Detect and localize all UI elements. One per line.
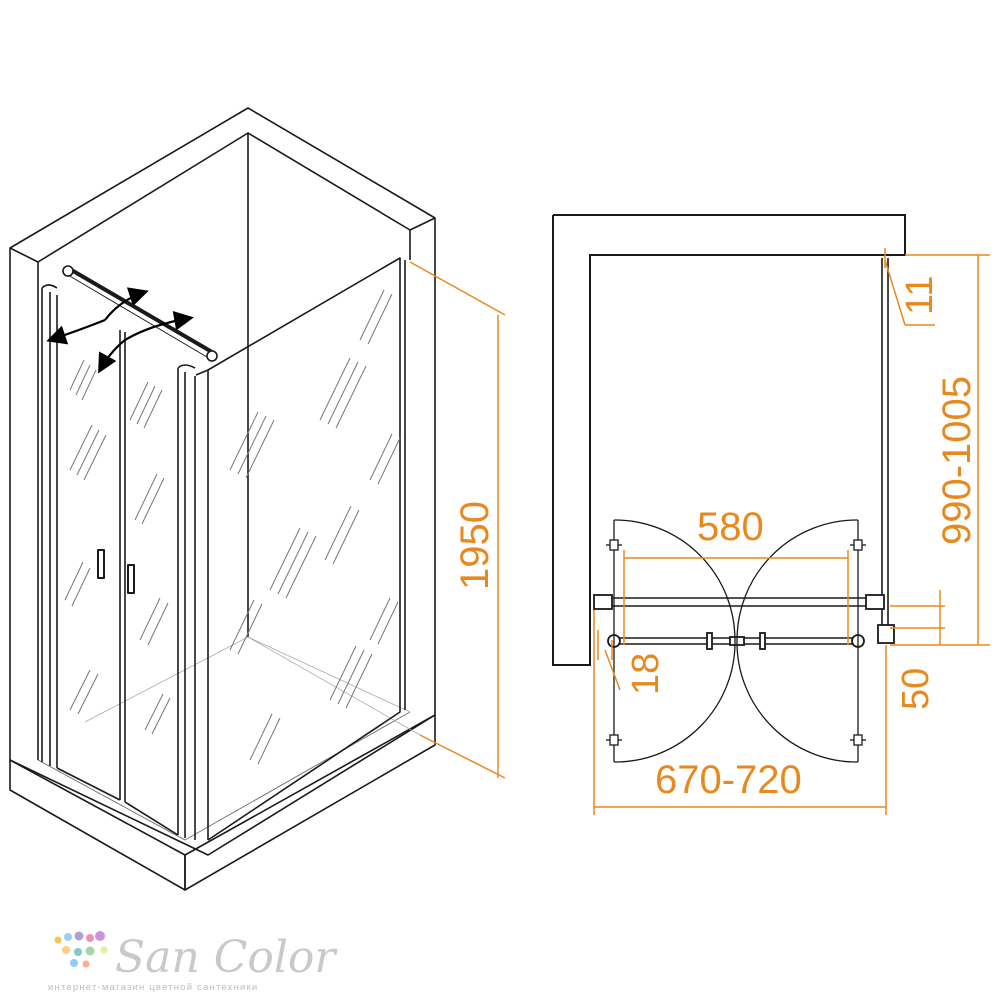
dim-wall-gap-label: 11 [899, 276, 941, 315]
logo-brand-text: San Color [115, 932, 338, 983]
swing-arrows [46, 287, 194, 374]
plan-closed-doors [607, 632, 865, 650]
plan-wall [552, 214, 906, 666]
dim-width-label: 670-720 [655, 758, 802, 802]
plan-dimension-lines [593, 248, 990, 815]
shower-tray [9, 636, 436, 891]
brand-logo: San Color интернет-магазин цветной санте… [48, 931, 338, 993]
plan-view [552, 214, 906, 763]
plan-side-panel [877, 258, 895, 644]
dimension-labels: 1950 990-1005 11 580 18 50 670-720 [453, 276, 979, 802]
dim-profile-offset-label: 18 [625, 653, 667, 695]
iso-height-dimension [409, 261, 506, 779]
door-handles [97, 549, 135, 594]
door-frame [41, 284, 196, 840]
dim-door-span-label: 580 [697, 505, 764, 549]
wall-slab [9, 107, 436, 856]
plan-swing-arcs [606, 519, 866, 763]
glass-hatching [64, 289, 401, 765]
inner-floor-edge [247, 636, 411, 713]
side-panel [195, 257, 406, 841]
dim-depth-label: 990-1005 [935, 376, 979, 545]
logo-dots-icon [54, 931, 108, 968]
plan-door-rail [593, 594, 885, 610]
top-rail [62, 265, 218, 362]
logo-tagline: интернет-магазин цветной сантехники [48, 982, 258, 993]
dim-height-label: 1950 [453, 501, 497, 590]
dim-door-depth-label: 50 [895, 668, 937, 710]
isometric-view [9, 107, 436, 891]
